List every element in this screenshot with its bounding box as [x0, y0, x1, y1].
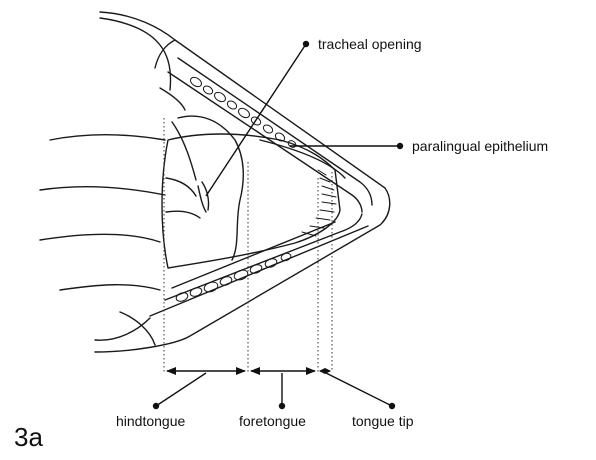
leader-hindtongue [156, 373, 206, 406]
tongue-tip-serrations [302, 170, 336, 236]
upper-papillae [189, 75, 297, 148]
label-paralingual-epithelium: paralingual epithelium [412, 138, 548, 154]
figure-number: 3a [14, 422, 43, 452]
label-hindtongue: hindtongue [116, 413, 186, 429]
leader-tracheal-opening [206, 44, 306, 196]
lower-papillae [175, 252, 292, 303]
leaders [153, 41, 403, 409]
throat-lines [40, 135, 165, 290]
label-tongue-tip: tongue tip [352, 413, 414, 429]
label-tracheal-opening: tracheal opening [318, 36, 422, 52]
tongue [162, 116, 345, 268]
label-foretongue: foretongue [239, 413, 306, 429]
leader-tongue-tip [326, 373, 392, 406]
head-outline [95, 12, 390, 352]
